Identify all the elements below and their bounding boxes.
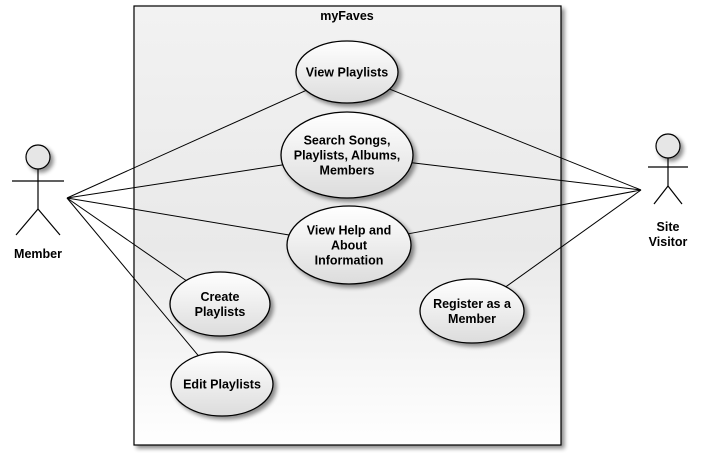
actor-label: Visitor — [649, 235, 688, 249]
use-case-ellipse — [286, 205, 412, 285]
use-case-search[interactable]: Search Songs,Playlists, Albums,Members — [280, 111, 414, 199]
use-case-label: Playlists, Albums, — [294, 149, 401, 163]
actor-member: Member — [12, 144, 64, 261]
actor-left-leg — [653, 185, 669, 205]
use-case-label: Member — [448, 312, 496, 326]
use-case-label: View Playlists — [306, 66, 389, 80]
actor-head — [25, 144, 51, 170]
use-case-label: Register as a — [433, 297, 512, 311]
actor-right-leg — [667, 185, 683, 205]
use-case-label: Information — [315, 254, 384, 268]
association-member-view-playlists — [66, 89, 307, 199]
association-member-edit — [66, 197, 199, 356]
use-case-label: Members — [320, 164, 375, 178]
use-case-label: View Help and — [307, 224, 392, 238]
actor-label: Member — [14, 247, 62, 261]
use-case-ellipse — [280, 111, 414, 199]
use-case-ellipse — [295, 40, 399, 104]
association-visitor-view-playlists — [389, 88, 642, 191]
use-case-ellipse — [169, 271, 271, 337]
association-visitor-search — [411, 162, 642, 191]
association-lines — [66, 88, 642, 356]
actor-label: Site — [657, 220, 680, 234]
use-case-label: Edit Playlists — [183, 378, 261, 392]
association-visitor-register — [505, 189, 642, 288]
actor-right-leg — [37, 208, 61, 236]
association-member-create — [66, 197, 187, 281]
use-case-label: About — [331, 239, 368, 253]
system-title: myFaves — [320, 9, 374, 23]
use-case-ellipse — [170, 351, 274, 417]
association-member-help — [66, 197, 290, 236]
use-case-label: Create — [201, 290, 240, 304]
use-case-label: Playlists — [195, 305, 246, 319]
use-case-view-playlists[interactable]: View Playlists — [295, 40, 399, 104]
actor-head — [655, 133, 681, 159]
use-case-label: Search Songs, — [304, 134, 391, 148]
use-case-edit[interactable]: Edit Playlists — [170, 351, 274, 417]
association-member-search — [66, 164, 283, 199]
actor-left-leg — [15, 208, 39, 236]
association-visitor-help — [408, 189, 642, 235]
use-case-ellipse — [419, 278, 525, 344]
